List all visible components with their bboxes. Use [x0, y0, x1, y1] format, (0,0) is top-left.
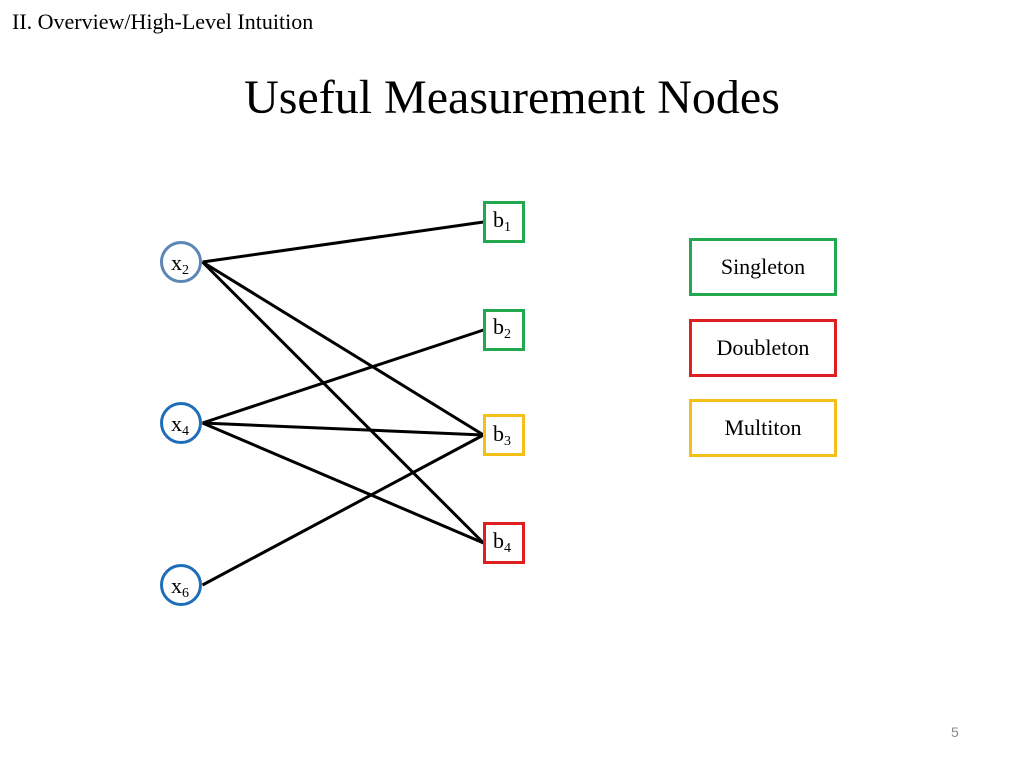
measurement-node-b2: b2	[483, 309, 525, 351]
node-box	[483, 309, 525, 351]
edge-x2-b4	[201, 260, 485, 545]
node-label-subscript: 4	[182, 424, 189, 439]
edge-x6-b3	[201, 433, 485, 587]
node-label: x6	[171, 573, 189, 601]
edge-x2-b3	[201, 260, 485, 437]
legend-multiton: Multiton	[689, 399, 837, 457]
measurement-node-b4: b4	[483, 522, 525, 564]
edge-x4-b2	[202, 328, 484, 425]
legend-singleton: Singleton	[689, 238, 837, 296]
variable-node-x2: x2	[160, 241, 202, 283]
node-box	[483, 522, 525, 564]
section-heading: II. Overview/High-Level Intuition	[12, 9, 314, 34]
node-label-base: b	[493, 528, 504, 553]
node-label: x4	[171, 411, 189, 439]
node-label-base: b	[493, 207, 504, 232]
node-circle	[160, 241, 202, 283]
page-number: 5	[951, 724, 959, 740]
node-label: b4	[493, 528, 511, 556]
node-label-subscript: 4	[504, 541, 511, 556]
graph-edges	[201, 220, 485, 587]
node-box	[483, 414, 525, 456]
node-box	[483, 201, 525, 243]
node-label-subscript: 6	[182, 586, 189, 601]
measurement-node-b1: b1	[483, 201, 525, 243]
node-label-base: x	[171, 411, 182, 436]
node-label-subscript: 3	[504, 434, 511, 449]
node-label: b2	[493, 314, 511, 342]
node-label: b1	[493, 207, 511, 235]
node-label: b3	[493, 421, 511, 449]
node-circle	[160, 564, 202, 606]
node-label-subscript: 1	[504, 220, 511, 235]
edge-x4-b4	[201, 421, 485, 545]
node-label-subscript: 2	[182, 263, 189, 278]
variable-node-x4: x4	[160, 402, 202, 444]
node-label-base: b	[493, 421, 504, 446]
node-label-base: x	[171, 250, 182, 275]
node-label-base: b	[493, 314, 504, 339]
variable-node-x6: x6	[160, 564, 202, 606]
node-circle	[160, 402, 202, 444]
node-label-subscript: 2	[504, 327, 511, 342]
node-label: x2	[171, 250, 189, 278]
slide-title: Useful Measurement Nodes	[244, 71, 780, 124]
node-label-base: x	[171, 573, 182, 598]
measurement-node-b3: b3	[483, 414, 525, 456]
edge-x2-b1	[202, 220, 484, 264]
legend-doubleton: Doubleton	[689, 319, 837, 377]
edge-x4-b3	[202, 421, 484, 437]
